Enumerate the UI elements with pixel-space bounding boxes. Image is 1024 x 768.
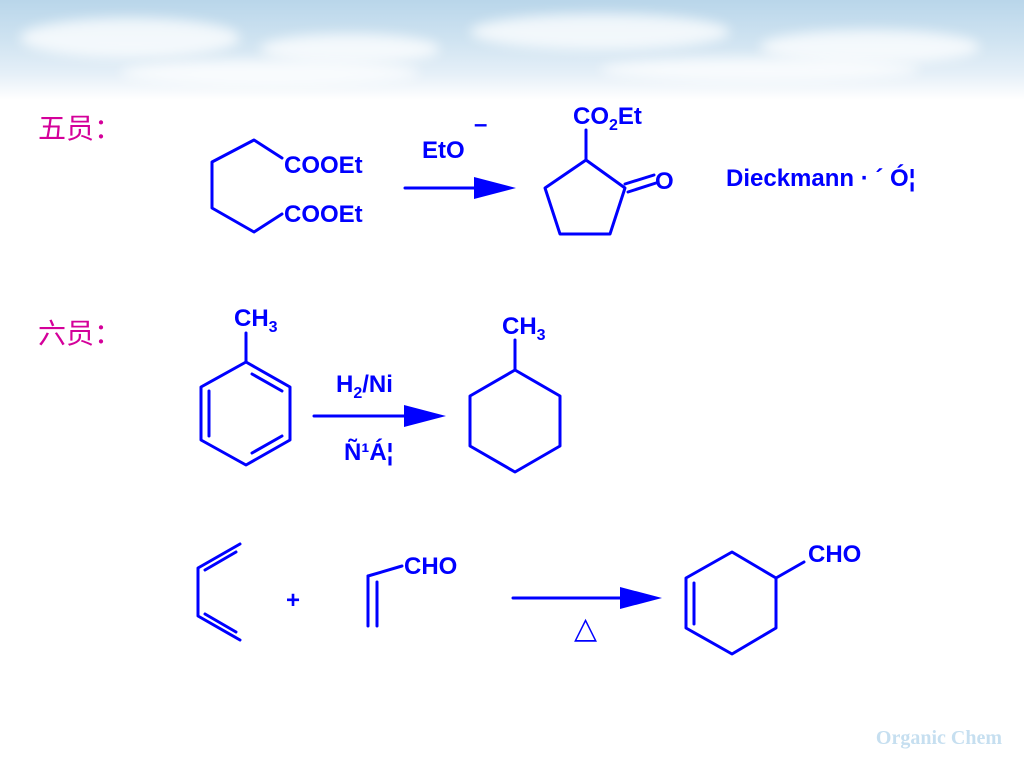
aldehyde-bond: [774, 560, 806, 580]
carbonyl-bond-2: [626, 181, 658, 194]
product-ester-group: CO2Et: [573, 103, 642, 134]
butadiene-chain: [196, 542, 242, 642]
hydrogenation-reagent: H2/Ni: [336, 371, 393, 402]
six-membered-label: 六员：: [38, 317, 122, 350]
five-membered-label: 五员：: [38, 112, 122, 145]
ketone-oxygen: O: [655, 168, 674, 195]
ethoxide-charge: –: [474, 111, 487, 138]
carbonyl-bond-1: [623, 173, 656, 186]
diester-chain: [210, 138, 284, 234]
ester-group-top: COOEt: [284, 152, 363, 179]
toluene-methyl: CH3: [234, 305, 278, 336]
aromatic-double-bond-2: [250, 434, 284, 455]
cyclohexane-ring: [468, 368, 562, 474]
diene-double-bond-1: [203, 550, 238, 572]
plus-sign: +: [286, 587, 300, 614]
product-cho: CHO: [808, 541, 861, 568]
hydrogenation-arrowhead: [404, 405, 446, 427]
watermark: Organic Chem: [875, 727, 1002, 749]
acrolein-aldehyde-bond: [366, 564, 404, 578]
cyclohexane-methyl: CH3: [502, 313, 546, 344]
heat-symbol: △: [574, 612, 597, 645]
aromatic-double-bond-1: [250, 372, 284, 393]
sky-banner: [0, 0, 1024, 100]
diels-alder-arrowhead: [620, 587, 662, 609]
cyclohexene-ring: [684, 550, 778, 656]
cyclopentanone-ring: [543, 158, 627, 236]
diene-double-bond-2: [203, 612, 238, 634]
ethoxide-reagent: EtO: [422, 137, 465, 164]
hydrogenation-condition: Ñ¹Á¦: [344, 438, 393, 466]
benzene-ring: [199, 360, 292, 467]
ester-group-bottom: COOEt: [284, 201, 363, 228]
acrolein-cho: CHO: [404, 553, 457, 580]
reaction-arrowhead: [474, 177, 516, 199]
reaction-name: Dieckmann · ´ Ó¦: [726, 164, 915, 192]
